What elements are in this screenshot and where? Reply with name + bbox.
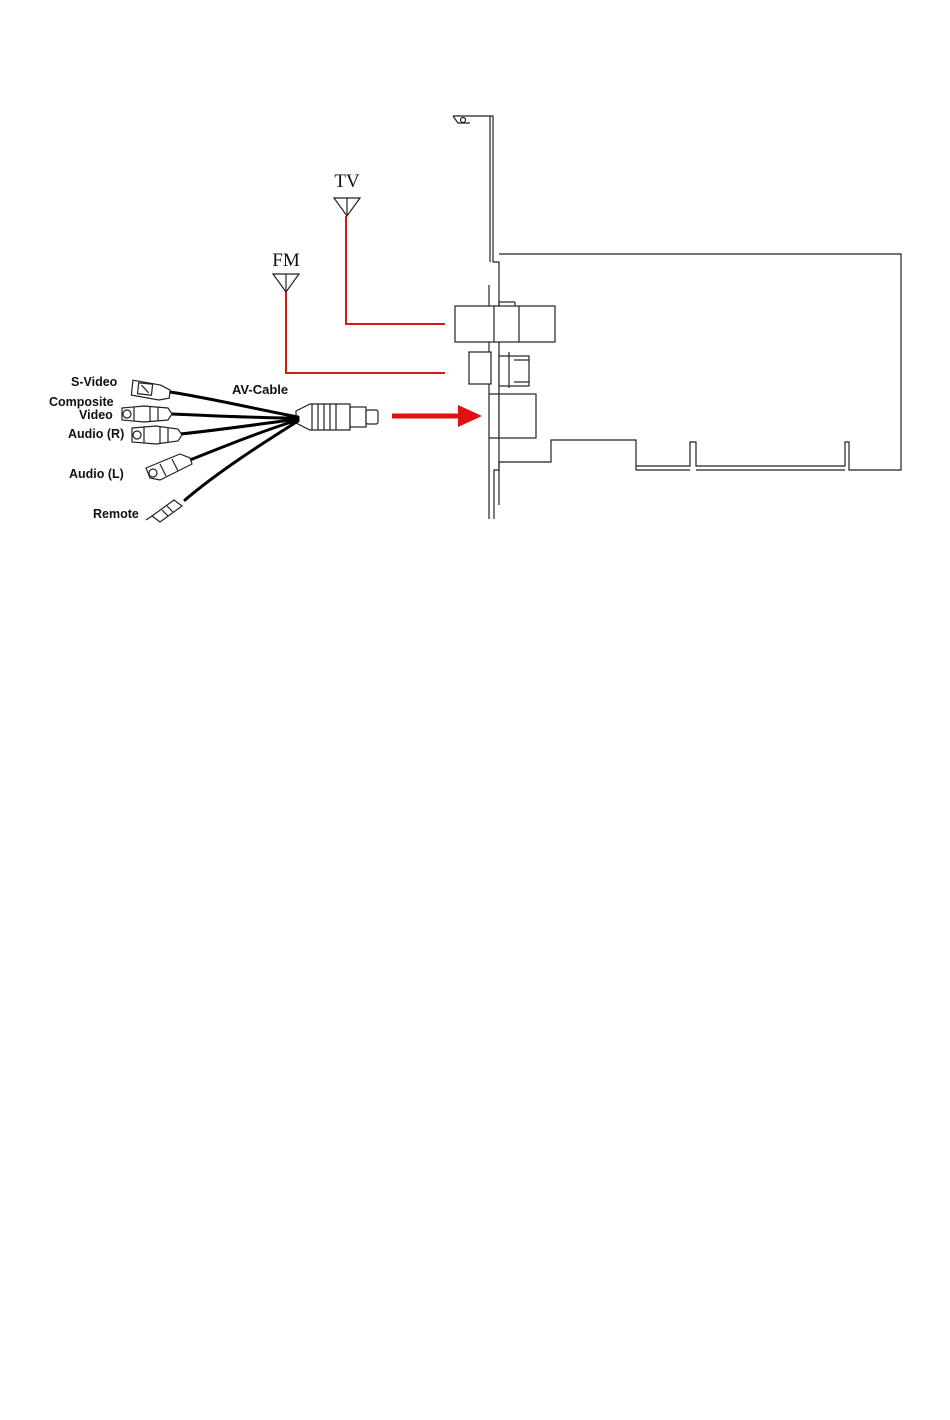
fm-signal-line <box>286 292 445 373</box>
insert-arrow <box>392 405 482 427</box>
audio-l-label: Audio (L) <box>69 467 124 481</box>
audio-l-connector <box>146 454 192 480</box>
tv-signal-line <box>346 216 445 324</box>
av-input-port <box>489 394 536 438</box>
remote-connector <box>146 500 182 522</box>
av-cable-label: AV-Cable <box>232 382 288 397</box>
composite-label-line1: Composite <box>49 395 114 409</box>
composite-label-line2: Video <box>79 408 113 422</box>
s-video-label: S-Video <box>71 375 118 389</box>
s-video-connector <box>131 380 171 401</box>
fm-antenna: FM <box>272 250 300 292</box>
composite-video-connector <box>122 406 172 422</box>
fm-antenna-jack <box>469 352 529 388</box>
tuner-card <box>499 254 901 505</box>
audio-r-connector <box>132 426 182 444</box>
av-cable-plug <box>296 404 378 430</box>
tv-antenna: TV <box>334 171 360 216</box>
tv-antenna-jack <box>455 302 555 342</box>
fm-label: FM <box>272 250 300 271</box>
av-cable-wires <box>170 392 298 500</box>
audio-r-label: Audio (R) <box>68 427 124 441</box>
remote-label: Remote <box>93 507 139 521</box>
tv-label: TV <box>334 171 360 192</box>
